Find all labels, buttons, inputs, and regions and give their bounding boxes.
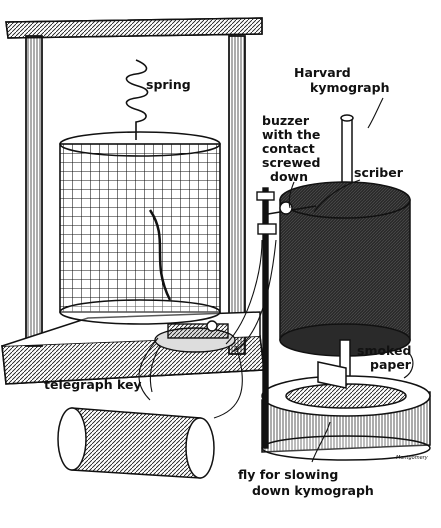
label-smoked-paper-line1: smoked [357, 343, 412, 358]
label-buzzer-line1: buzzer [262, 113, 310, 128]
artist-signature: Montgomery [396, 455, 428, 461]
scriber-stand [256, 187, 317, 449]
leader-lines [149, 97, 414, 463]
label-fly-line2: down kymograph [252, 483, 374, 498]
label-buzzer-line5: down [270, 169, 308, 184]
wires [138, 239, 277, 419]
label-buzzer-line3: contact [262, 141, 315, 156]
label-kymograph-line2: kymograph [310, 80, 390, 95]
label-scriber: scriber [354, 165, 403, 180]
label-fly-line1: fly for slowing [238, 467, 339, 482]
telegraph-key [154, 320, 236, 353]
label-buzzer-line4: screwed [262, 155, 321, 170]
label-kymograph-line1: Harvard [294, 65, 351, 80]
kymograph [261, 114, 431, 461]
label-buzzer-line2: with the [262, 127, 321, 142]
label-smoked-paper-line2: paper [370, 357, 411, 372]
label-spring: spring [146, 77, 191, 92]
label-telegraph-key: telegraph key [44, 377, 142, 392]
spring [125, 59, 149, 140]
wire-cage [59, 131, 221, 325]
battery [57, 407, 215, 479]
